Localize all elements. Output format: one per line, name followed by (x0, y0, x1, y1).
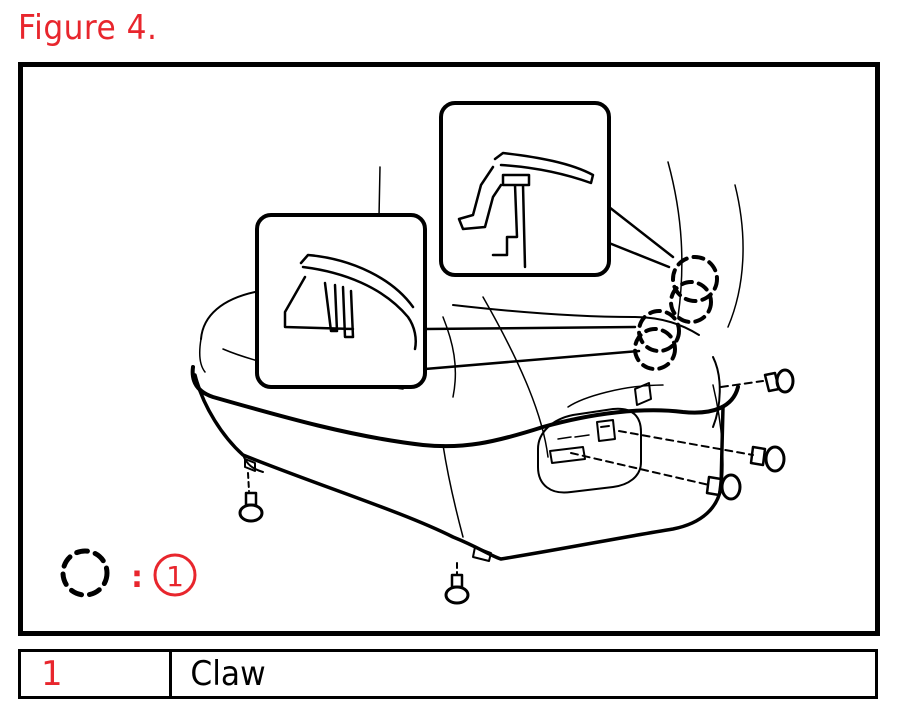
seatback-line (727, 184, 744, 328)
screw-icon (238, 458, 264, 523)
claw-location-marker (671, 255, 719, 303)
part-number: 1 (21, 652, 172, 696)
diagram-frame: : 1 (18, 62, 880, 636)
legend-callout-circle (153, 553, 197, 597)
claw-detail-drawing (457, 151, 595, 269)
switch-knob (596, 419, 616, 442)
seatback-line (667, 161, 683, 318)
part-name: Claw (190, 654, 266, 694)
legend-callout-number: 1 (166, 560, 184, 593)
seat-side-panel-edge (442, 384, 724, 538)
seat-front-roll (190, 365, 740, 449)
screw-icon (570, 452, 742, 501)
screw-icon (444, 546, 492, 605)
switch-slot (634, 382, 652, 406)
switch-knob (549, 446, 586, 464)
seat-diagram: : 1 (60, 101, 795, 605)
legend-dashed-circle-icon (60, 548, 110, 598)
claw-location-marker (633, 327, 677, 371)
claw-detail-inset-upper (439, 101, 611, 277)
claw-detail-drawing (283, 253, 417, 351)
screw-icon (720, 368, 795, 394)
claw-location-marker (637, 309, 681, 353)
legend-separator: : (131, 560, 143, 595)
inset-leader (607, 205, 675, 269)
claw-location-marker (669, 280, 713, 324)
inset-leader (423, 325, 641, 371)
figure-title: Figure 4. (18, 8, 158, 48)
switch-panel (537, 407, 642, 494)
seatback-line (378, 166, 381, 218)
claw-detail-inset-lower (255, 213, 427, 389)
switch-slot (557, 434, 590, 440)
parts-table: 1 Claw (18, 649, 878, 699)
seat-bottom-edge (242, 454, 264, 473)
screw-icon (618, 430, 786, 473)
